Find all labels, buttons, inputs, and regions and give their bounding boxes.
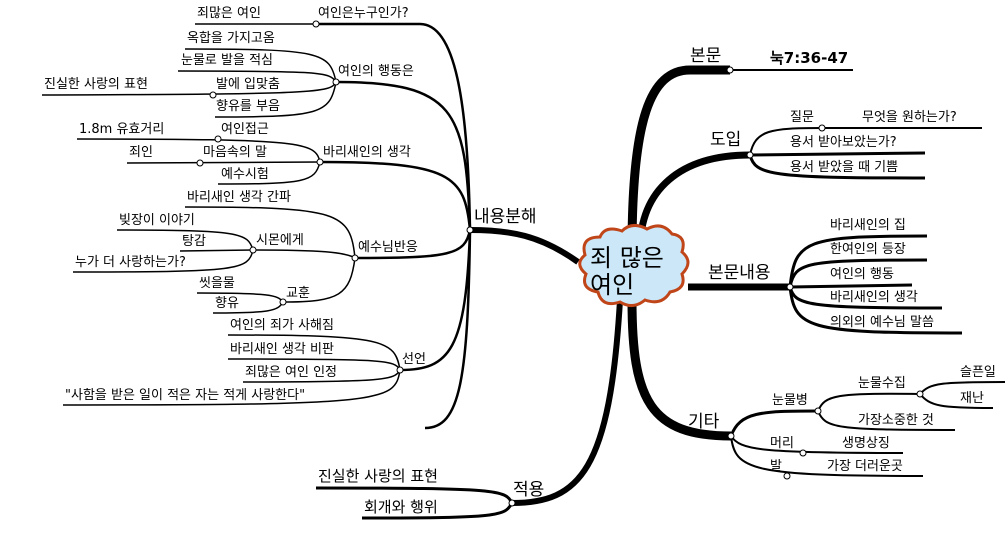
etc-precious[interactable]: 가장소중한 것 — [858, 413, 934, 428]
etc-foot[interactable]: 발 — [770, 459, 782, 474]
etc-hair[interactable]: 머리 — [770, 436, 794, 451]
pharisee-inner-note[interactable]: 죄인 — [129, 145, 153, 160]
branch-analysis[interactable]: 내용분해 — [474, 207, 537, 227]
content-item[interactable]: 여인의 행동 — [830, 267, 894, 282]
lesson-item[interactable]: 향유 — [215, 296, 239, 311]
apply-item[interactable]: 진실한 사랑의 표현 — [318, 467, 438, 485]
jesus-insight[interactable]: 바리새인 생각 간파 — [187, 190, 291, 205]
branch-intro[interactable]: 도입 — [710, 130, 742, 150]
branch-content[interactable]: 본문내용 — [708, 263, 771, 283]
pharisee-test[interactable]: 예수시험 — [221, 167, 269, 182]
branch-apply[interactable]: 적용 — [513, 480, 545, 500]
action-item[interactable]: 발에 입맞춤 — [216, 77, 280, 92]
declare-label[interactable]: 선언 — [402, 352, 426, 367]
pharisee-inner[interactable]: 마음속의 말 — [203, 145, 267, 160]
center-title-line1[interactable]: 죄 많은 — [590, 244, 664, 272]
etc-sad[interactable]: 슬픈일 — [960, 365, 996, 380]
action-item[interactable]: 눈물로 발을 적심 — [181, 53, 273, 68]
apply-item[interactable]: 회개와 행위 — [364, 498, 438, 516]
content-item[interactable]: 바리새인의 집 — [830, 218, 906, 233]
content-item[interactable]: 바리새인의 생각 — [830, 290, 918, 305]
text-reference[interactable]: 눅7:36-47 — [770, 49, 849, 67]
jesus-label[interactable]: 예수님반응 — [358, 240, 418, 255]
pharisee-approach-note[interactable]: 1.8m 유효거리 — [79, 122, 165, 137]
action-item[interactable]: 옥합을 가지고옴 — [187, 31, 275, 46]
declare-item[interactable]: 여인의 죄가 사해짐 — [230, 318, 334, 333]
pharisee-approach[interactable]: 여인접근 — [221, 122, 269, 137]
actions-label[interactable]: 여인의 행동은 — [338, 64, 414, 79]
content-item[interactable]: 의외의 예수님 말씀 — [830, 315, 934, 330]
center-cloud — [578, 224, 690, 307]
pharisee-label[interactable]: 바리새인의 생각 — [323, 145, 411, 160]
jesus-lesson[interactable]: 교훈 — [286, 286, 310, 301]
action-note[interactable]: 진실한 사랑의 표현 — [44, 77, 148, 92]
etc-dirty[interactable]: 가장 더러운곳 — [827, 459, 903, 474]
simon-item[interactable]: 탕감 — [182, 234, 206, 249]
etc-disaster[interactable]: 재난 — [960, 391, 984, 406]
etc-bottle[interactable]: 눈물병 — [772, 393, 808, 408]
content-item[interactable]: 한여인의 등장 — [830, 242, 906, 257]
intro-item[interactable]: 용서 받았을 때 기쁨 — [790, 160, 899, 175]
who-label[interactable]: 여인은누구인가? — [318, 6, 409, 21]
lesson-item[interactable]: 씻을물 — [199, 276, 235, 291]
branch-etc[interactable]: 기타 — [688, 412, 720, 432]
intro-question-detail[interactable]: 무엇을 원하는가? — [862, 110, 957, 125]
declare-item[interactable]: 죄많은 여인 인정 — [245, 365, 337, 380]
intro-question[interactable]: 질문 — [790, 110, 814, 125]
declare-item[interactable]: 바리새인 생각 비판 — [230, 342, 334, 357]
branch-text[interactable]: 본문 — [690, 46, 722, 66]
etc-collect[interactable]: 눈물수집 — [858, 376, 906, 391]
center-title-line2[interactable]: 여인 — [590, 271, 635, 299]
simon-item[interactable]: 빚장이 이야기 — [119, 213, 195, 228]
who-answer[interactable]: 죄많은 여인 — [197, 6, 261, 21]
declare-item[interactable]: "사함을 받은 일이 적은 자는 적게 사랑한다" — [65, 388, 306, 403]
jesus-simon[interactable]: 시몬에게 — [256, 233, 304, 248]
intro-item[interactable]: 용서 받아보았는가? — [790, 135, 897, 150]
etc-life[interactable]: 생명상징 — [842, 436, 890, 451]
action-item[interactable]: 향유를 부음 — [216, 99, 280, 114]
simon-item[interactable]: 누가 더 사랑하는가? — [75, 255, 186, 270]
